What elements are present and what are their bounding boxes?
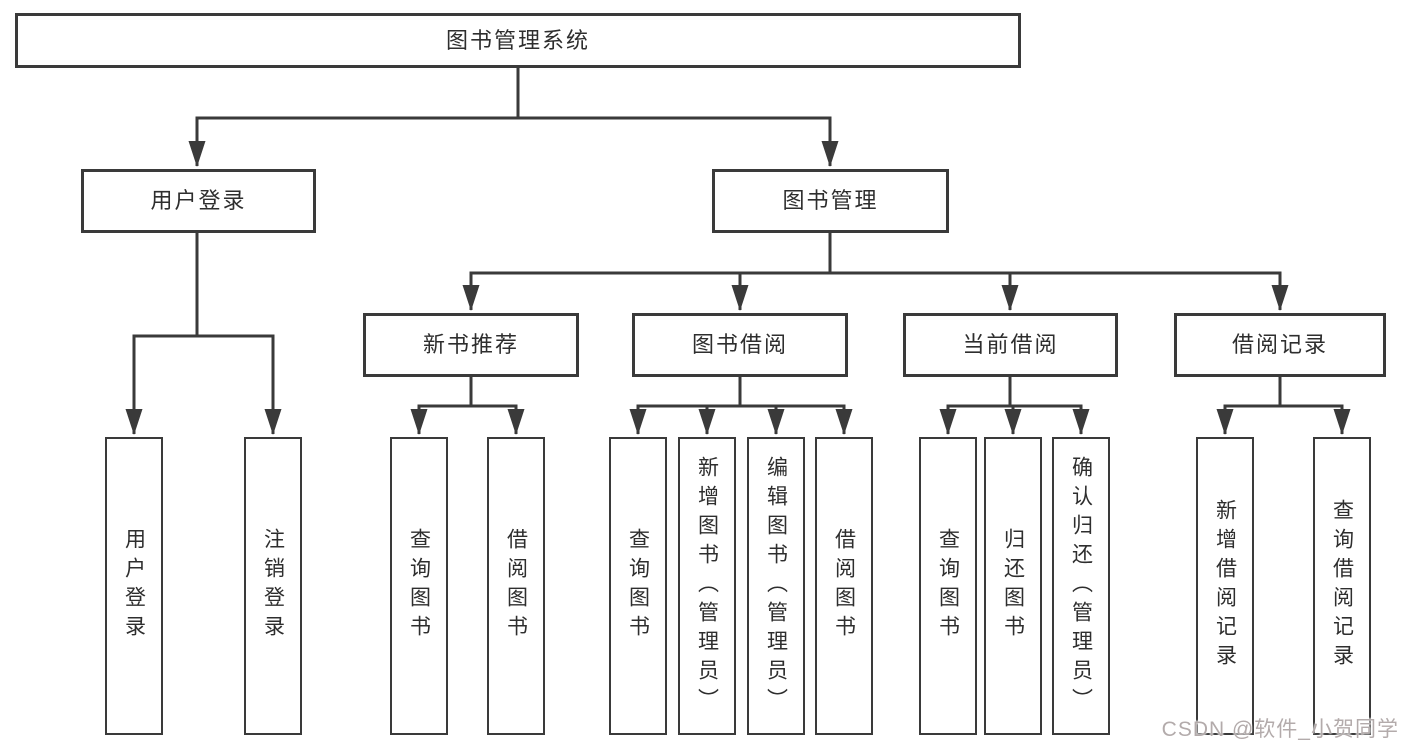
watermark: CSDN @软件_小贺同学 bbox=[1161, 718, 1399, 741]
node-user-login: 用户登录 bbox=[81, 169, 316, 233]
leaf-add-borrow-record: 新增借阅记录 bbox=[1196, 437, 1254, 735]
leaf-query-books-current: 查询图书 bbox=[919, 437, 977, 735]
leaf-confirm-return-admin: 确认归还（管理员） bbox=[1052, 437, 1110, 735]
node-new-book-recommend: 新书推荐 bbox=[363, 313, 579, 377]
node-book-management: 图书管理 bbox=[712, 169, 949, 233]
node-current-borrow: 当前借阅 bbox=[903, 313, 1118, 377]
node-root: 图书管理系统 bbox=[15, 13, 1021, 68]
leaf-query-borrow-record: 查询借阅记录 bbox=[1313, 437, 1371, 735]
leaf-add-book-admin: 新增图书（管理员） bbox=[678, 437, 736, 735]
leaf-return-books: 归还图书 bbox=[984, 437, 1042, 735]
leaf-query-books-recommend: 查询图书 bbox=[390, 437, 448, 735]
leaf-borrow-books-recommend: 借阅图书 bbox=[487, 437, 545, 735]
leaf-user-login: 用户登录 bbox=[105, 437, 163, 735]
leaf-query-books-borrow: 查询图书 bbox=[609, 437, 667, 735]
node-book-borrow: 图书借阅 bbox=[632, 313, 848, 377]
leaf-edit-book-admin: 编辑图书（管理员） bbox=[747, 437, 805, 735]
node-borrow-records: 借阅记录 bbox=[1174, 313, 1386, 377]
leaf-logout: 注销登录 bbox=[244, 437, 302, 735]
leaf-borrow-books: 借阅图书 bbox=[815, 437, 873, 735]
